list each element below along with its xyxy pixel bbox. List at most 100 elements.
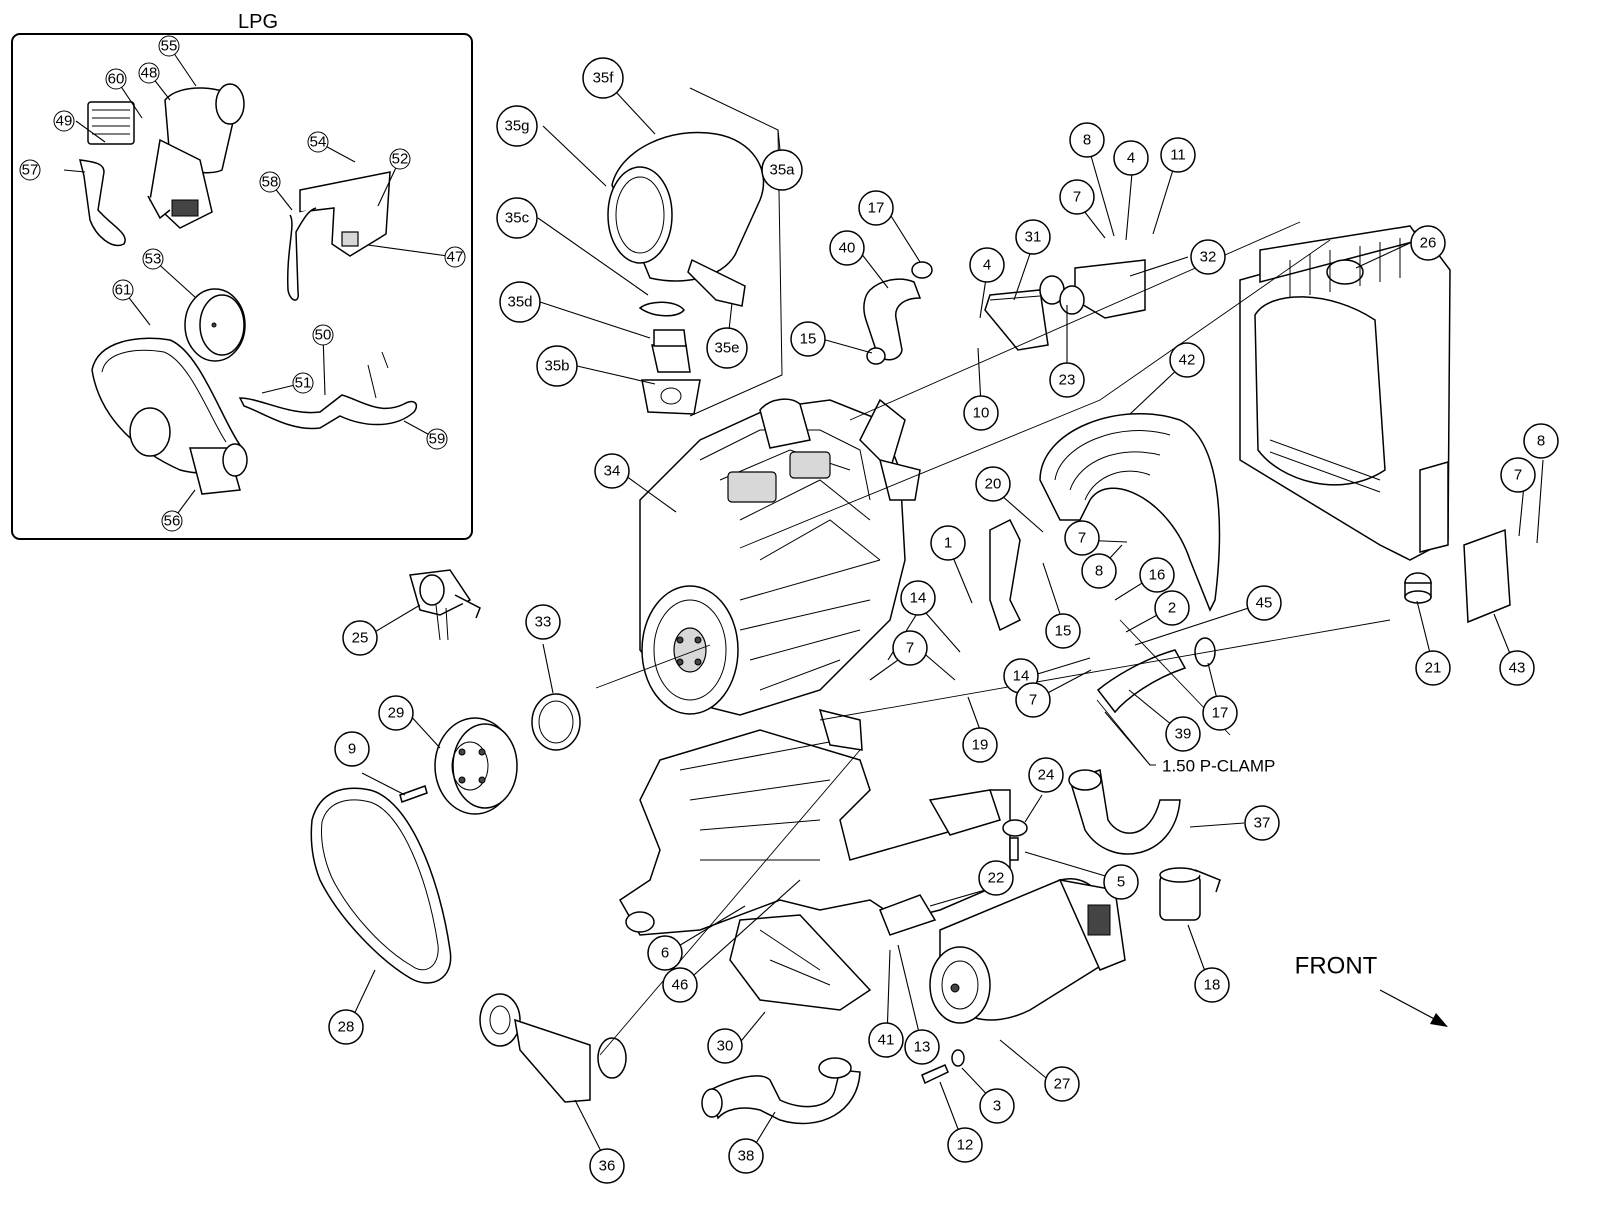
hose-20 [989, 518, 1022, 632]
bracket-31 [984, 289, 1049, 351]
cover-plate-43 [1463, 528, 1511, 624]
callout-balloon [1499, 650, 1535, 686]
callout-balloon [1169, 342, 1205, 378]
callout-label: 24 [1038, 767, 1055, 784]
callout-label: 32 [1200, 249, 1217, 266]
callout-label: 43 [1509, 660, 1526, 677]
callout-balloon [1139, 557, 1175, 593]
callout-balloon [1015, 219, 1051, 255]
callout-balloon [499, 281, 541, 323]
callout-label: 8 [1537, 433, 1545, 450]
callout-label: 27 [1054, 1076, 1071, 1093]
fan-shroud-42 [1039, 413, 1221, 612]
callout-balloon [662, 967, 698, 1003]
callout-balloon [292, 372, 314, 394]
callout-label: 12 [957, 1137, 974, 1154]
callout-balloon [426, 428, 448, 450]
callout-label: 17 [868, 200, 885, 217]
callout-balloon [1045, 613, 1081, 649]
callout-label: 60 [108, 71, 125, 88]
callout-label: 35e [714, 340, 739, 357]
callout-balloon [444, 246, 466, 268]
callout-balloon [589, 1148, 625, 1184]
callout-balloon [105, 68, 127, 90]
callout-balloon [1015, 682, 1051, 718]
radiator [1239, 225, 1451, 561]
lpg-fuel-line-59 [238, 351, 418, 430]
callout-label: 28 [338, 1019, 355, 1036]
callout-label: 4 [1127, 150, 1135, 167]
callout-balloon [1064, 520, 1100, 556]
callout-balloon [892, 630, 928, 666]
callout-label: 15 [800, 331, 817, 348]
callout-balloon [706, 327, 748, 369]
callout-label: 53 [145, 251, 162, 268]
callout-balloon [1081, 553, 1117, 589]
hose-38 [701, 1057, 861, 1125]
callout-label: 35d [507, 294, 532, 311]
callout-label: 58 [262, 174, 279, 191]
callout-balloon [978, 860, 1014, 896]
callout-label: 13 [914, 1039, 931, 1056]
callout-label: 35f [593, 70, 615, 87]
callout-label: 7 [1514, 467, 1522, 484]
callout-label: 29 [388, 705, 405, 722]
callout-label: 16 [1149, 567, 1166, 584]
callout-balloon [1103, 864, 1139, 900]
p-clamp-note: 1.50 P-CLAMP [1104, 711, 1275, 776]
callout-balloon [947, 1127, 983, 1163]
callout-label: 36 [599, 1158, 616, 1175]
callout-balloon [307, 131, 329, 153]
callout-label: 48 [141, 65, 158, 82]
callout-label: 17 [1212, 705, 1229, 722]
callout-balloon [1049, 362, 1085, 398]
callout-label: 35a [769, 162, 795, 179]
callout-balloon [728, 1138, 764, 1174]
callout-balloon [1202, 695, 1238, 731]
callout-label: 31 [1025, 229, 1042, 246]
fuel-filter-18 [1159, 867, 1221, 921]
callout-balloon [142, 248, 164, 270]
callout-label: 18 [1204, 977, 1221, 994]
callout-balloon [496, 197, 538, 239]
callout-label: 55 [161, 38, 178, 55]
spacer-24-bolt-5 [1002, 819, 1028, 861]
lpg-bracket-52 [286, 171, 391, 301]
callout-label: 51 [295, 375, 312, 392]
callout-balloon [1165, 716, 1201, 752]
callout-label: 40 [839, 240, 856, 257]
callout-label: 26 [1420, 235, 1437, 252]
callout-balloon [979, 1088, 1015, 1124]
callout-balloon [389, 148, 411, 170]
callout-balloon [536, 345, 578, 387]
callout-balloon [1244, 805, 1280, 841]
callout-balloon [53, 110, 75, 132]
callout-balloon [496, 105, 538, 147]
callout-balloon [975, 466, 1011, 502]
callout-label: 50 [315, 327, 332, 344]
callout-balloon [829, 230, 865, 266]
callout-balloon [1113, 140, 1149, 176]
callout-label: 25 [352, 630, 369, 647]
callout-label: 3 [993, 1098, 1001, 1115]
callout-balloon [900, 580, 936, 616]
callout-label: 14 [1013, 668, 1030, 685]
callout-label: 11 [1170, 147, 1186, 164]
bracket-32 [1039, 259, 1146, 319]
callout-label: 49 [56, 113, 73, 130]
idler-36 [479, 993, 627, 1103]
callout-label: 45 [1256, 595, 1273, 612]
pulley-29 [434, 717, 518, 815]
callout-label: 14 [910, 590, 927, 607]
callout-balloon [969, 247, 1005, 283]
callout-label: 35c [505, 210, 530, 227]
callout-balloon [904, 1029, 940, 1065]
callout-balloon [1154, 590, 1190, 626]
callout-balloon [1523, 423, 1559, 459]
air-cleaner-assembly [607, 131, 765, 415]
callout-label: 8 [1083, 132, 1091, 149]
seal-33 [531, 693, 581, 751]
callout-balloon [1194, 967, 1230, 1003]
lpg-vaporizer-assembly [87, 83, 245, 229]
p-clamp-label: 1.50 P-CLAMP [1162, 757, 1275, 776]
